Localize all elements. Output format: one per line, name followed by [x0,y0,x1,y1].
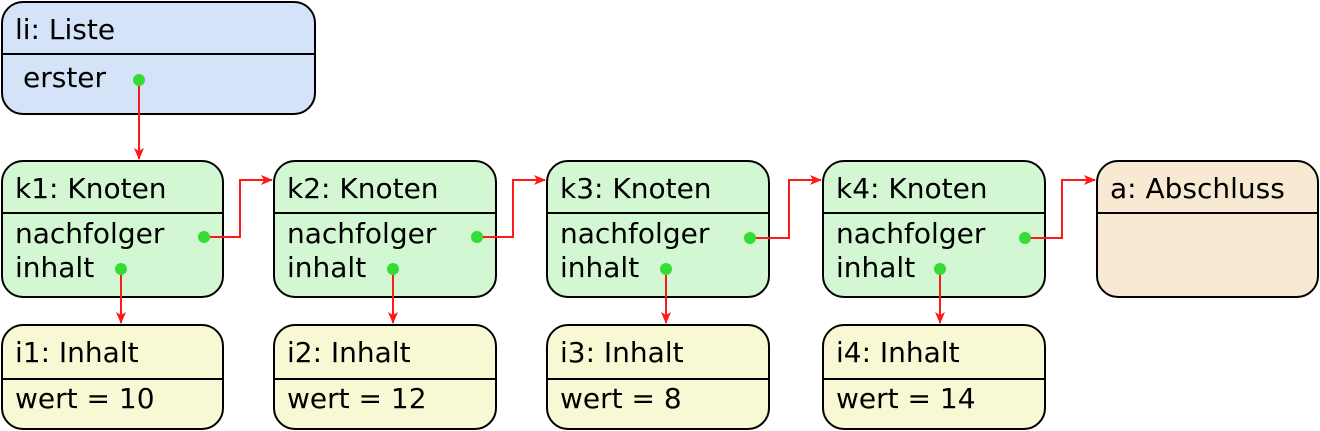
content-value: wert = 10 [15,382,155,415]
node-attr-inhalt: inhalt [836,251,916,284]
node-attr-nachfolger: nachfolger [836,217,986,250]
content-i4: i4: Inhalt wert = 14 [822,324,1046,430]
content-value: wert = 14 [836,382,976,415]
node-title: k4: Knoten [824,162,1044,214]
dot-k1-inhalt [115,263,127,275]
arrow-k1-nachfolger [204,175,273,238]
node-attr-nachfolger: nachfolger [287,217,437,250]
node-k3: k3: Knoten nachfolger inhalt [546,160,770,298]
dot-k3-nachfolger [744,232,756,244]
arrow-k4-nachfolger [1025,175,1096,239]
node-title: k3: Knoten [548,162,768,214]
arrow-k3-nachfolger [750,175,822,239]
list-attr-erster: erster [23,61,107,94]
node-k2: k2: Knoten nachfolger inhalt [273,160,497,298]
content-title: i1: Inhalt [3,326,222,380]
content-title: i3: Inhalt [548,326,768,380]
arrow-k2-nachfolger [477,175,546,238]
node-attr-nachfolger: nachfolger [560,217,710,250]
terminator-title: a: Abschluss [1098,162,1317,214]
node-attr-inhalt: inhalt [560,251,640,284]
content-title: i2: Inhalt [275,326,495,380]
node-title: k2: Knoten [275,162,495,214]
dot-k1-nachfolger [198,231,210,243]
content-i3: i3: Inhalt wert = 8 [546,324,770,430]
content-value: wert = 8 [560,382,682,415]
list-title: li: Liste [3,3,314,55]
content-value: wert = 12 [287,382,427,415]
node-k4: k4: Knoten nachfolger inhalt [822,160,1046,298]
dot-k3-inhalt [660,263,672,275]
node-k1: k1: Knoten nachfolger inhalt [1,160,224,298]
dot-k2-inhalt [387,263,399,275]
node-attr-inhalt: inhalt [287,251,367,284]
content-title: i4: Inhalt [824,326,1044,380]
node-title: k1: Knoten [3,162,222,214]
content-i1: i1: Inhalt wert = 10 [1,324,224,430]
terminator-object: a: Abschluss [1096,160,1319,298]
dot-erster [133,74,145,86]
dot-k4-inhalt [934,263,946,275]
dot-k2-nachfolger [471,231,483,243]
content-i2: i2: Inhalt wert = 12 [273,324,497,430]
node-attr-inhalt: inhalt [15,251,95,284]
dot-k4-nachfolger [1019,232,1031,244]
list-object: li: Liste erster [1,1,316,115]
node-attr-nachfolger: nachfolger [15,217,165,250]
